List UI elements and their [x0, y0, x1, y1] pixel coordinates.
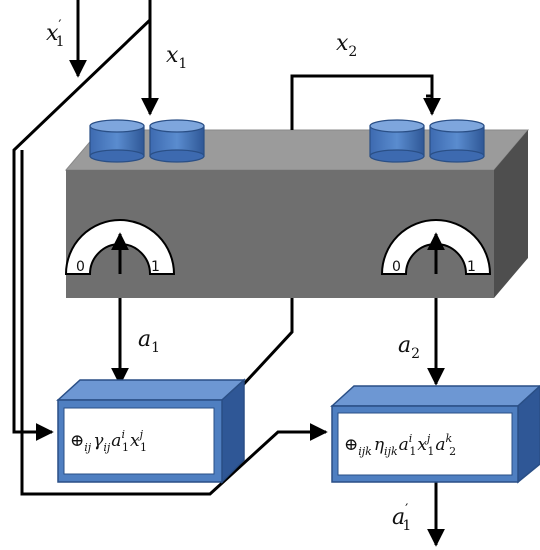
a1-label: a1: [138, 327, 160, 356]
x2-top-wire: [290, 74, 434, 130]
dial-min-label: 0: [392, 259, 401, 275]
left-processor-box: [56, 378, 246, 484]
cylinder: [149, 119, 205, 163]
left-dial: 0 1: [64, 219, 176, 275]
cylinder: [429, 119, 485, 163]
a1-prime-label: a′1: [392, 502, 411, 534]
cylinder: [369, 119, 425, 163]
right-dial: 0 1: [380, 219, 492, 275]
right-processor-box: [330, 384, 540, 484]
loop-to-right-box-wire: [20, 150, 328, 496]
left-cylinder-pair: [89, 119, 205, 163]
x1-to-left-box-wire: [12, 0, 152, 441]
dial-max-label: 1: [467, 259, 476, 275]
x2-to-left-box-wire: [240, 298, 294, 388]
dial-min-label: 0: [76, 259, 85, 275]
x1-label: x1: [166, 43, 187, 72]
cylinder: [89, 119, 145, 163]
a2-label: a2: [398, 333, 420, 362]
right-cylinder-pair: [369, 119, 485, 163]
dial-max-label: 1: [151, 259, 160, 275]
x2-label: x2: [336, 31, 357, 60]
device-side-face: [494, 130, 528, 298]
x1-prime-label: x′1: [46, 18, 65, 50]
